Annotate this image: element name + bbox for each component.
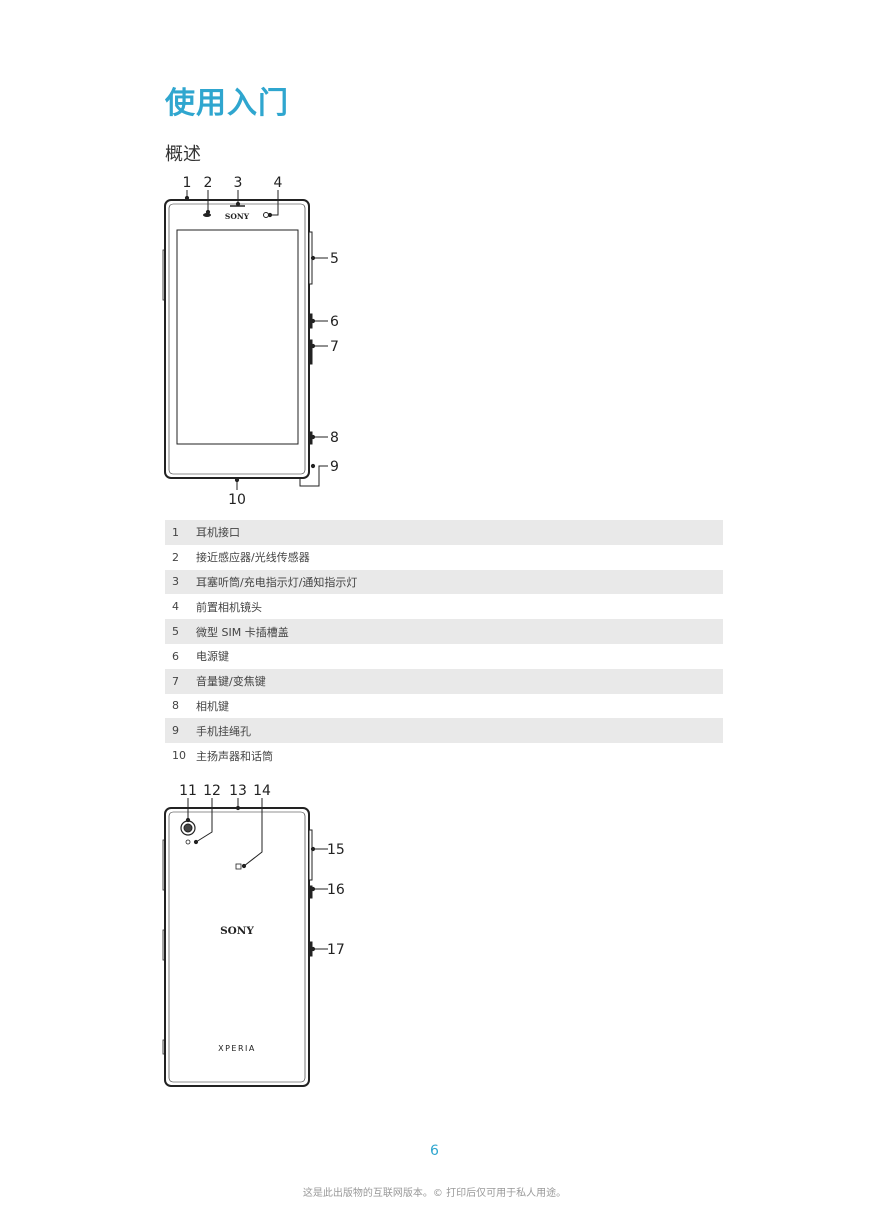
page-title: 使用入门 (165, 86, 289, 121)
callout-11: 11 (179, 783, 197, 799)
callout-3: 3 (234, 175, 243, 191)
back-view-phone (162, 807, 313, 1087)
callout-14: 14 (253, 783, 271, 799)
legend-text: 接近感应器/光线传感器 (196, 551, 310, 565)
legend-row: 1 耳机接口 (165, 520, 723, 545)
nfc-area-shape (235, 863, 242, 870)
footer-note: 这是此出版物的互联网版本。© 打印后仅可用于私人用途。 (302, 1188, 567, 1199)
legend-text: 耳塞听筒/充电指示灯/通知指示灯 (196, 575, 358, 589)
front-brand-logo: SONY (225, 212, 250, 221)
callout-13: 13 (229, 783, 247, 799)
back-callout-lines (185, 798, 328, 952)
legend-table: 1 耳机接口 2 接近感应器/光线传感器 3 耳塞听筒/充电指示灯/通知指示灯 … (165, 520, 723, 768)
legend-number: 7 (172, 674, 179, 688)
legend-text: 电源键 (196, 650, 229, 664)
legend-text: 耳机接口 (196, 526, 240, 540)
callout-12: 12 (203, 783, 221, 799)
legend-number: 9 (172, 724, 179, 738)
legend-number: 2 (172, 550, 179, 564)
back-brand-logo: SONY (220, 925, 254, 937)
callout-15: 15 (327, 842, 345, 858)
legend-text: 微型 SIM 卡插槽盖 (196, 625, 289, 639)
legend-number: 6 (172, 649, 179, 663)
back-callout-labels: 11 12 13 14 15 16 17 (179, 783, 345, 958)
legend-number: 10 (172, 749, 186, 763)
flash-shape (185, 839, 191, 845)
legend-number: 3 (172, 575, 179, 589)
legend-text: 主扬声器和话筒 (196, 749, 273, 763)
proximity-sensor-shape (203, 213, 211, 217)
callout-6: 6 (330, 314, 339, 330)
legend-row: 6 电源键 (165, 644, 723, 669)
volume-key-shape (308, 339, 313, 365)
legend-text: 相机键 (196, 699, 229, 713)
front-callout-lines (184, 190, 328, 490)
legend-row: 8 相机键 (165, 694, 723, 719)
legend-number: 8 (172, 699, 179, 713)
legend-row: 3 耳塞听筒/充电指示灯/通知指示灯 (165, 569, 723, 595)
legend-text: 手机挂绳孔 (196, 724, 251, 738)
legend-row: 9 手机挂绳孔 (165, 718, 723, 744)
callout-7: 7 (330, 339, 339, 355)
back-model-logo: XPERIA (218, 1044, 256, 1053)
legend-row: 7 音量键/变焦键 (165, 668, 723, 694)
callout-5: 5 (330, 251, 339, 267)
legend-text: 音量键/变焦键 (196, 675, 266, 689)
callout-17: 17 (327, 942, 345, 958)
section-heading: 概述 (165, 144, 201, 165)
legend-row: 2 接近感应器/光线传感器 (165, 545, 723, 570)
legend-number: 5 (172, 625, 179, 639)
legend-row: 5 微型 SIM 卡插槽盖 (165, 619, 723, 644)
callout-8: 8 (330, 430, 339, 446)
callout-1: 1 (183, 175, 192, 191)
callout-2: 2 (204, 175, 213, 191)
callout-10: 10 (228, 492, 246, 508)
legend-row: 4 前置相机镜头 (165, 594, 723, 619)
legend-row: 10 主扬声器和话筒 (165, 743, 723, 768)
page-number: 6 (430, 1143, 439, 1159)
front-callout-labels: 1 2 3 4 5 6 7 8 9 10 (183, 175, 339, 508)
callout-9: 9 (330, 459, 339, 475)
front-view-phone (162, 199, 313, 479)
callout-4: 4 (274, 175, 283, 191)
legend-number: 4 (172, 600, 179, 614)
legend-text: 前置相机镜头 (196, 600, 262, 614)
callout-16: 16 (327, 882, 345, 898)
legend-number: 1 (172, 525, 179, 539)
